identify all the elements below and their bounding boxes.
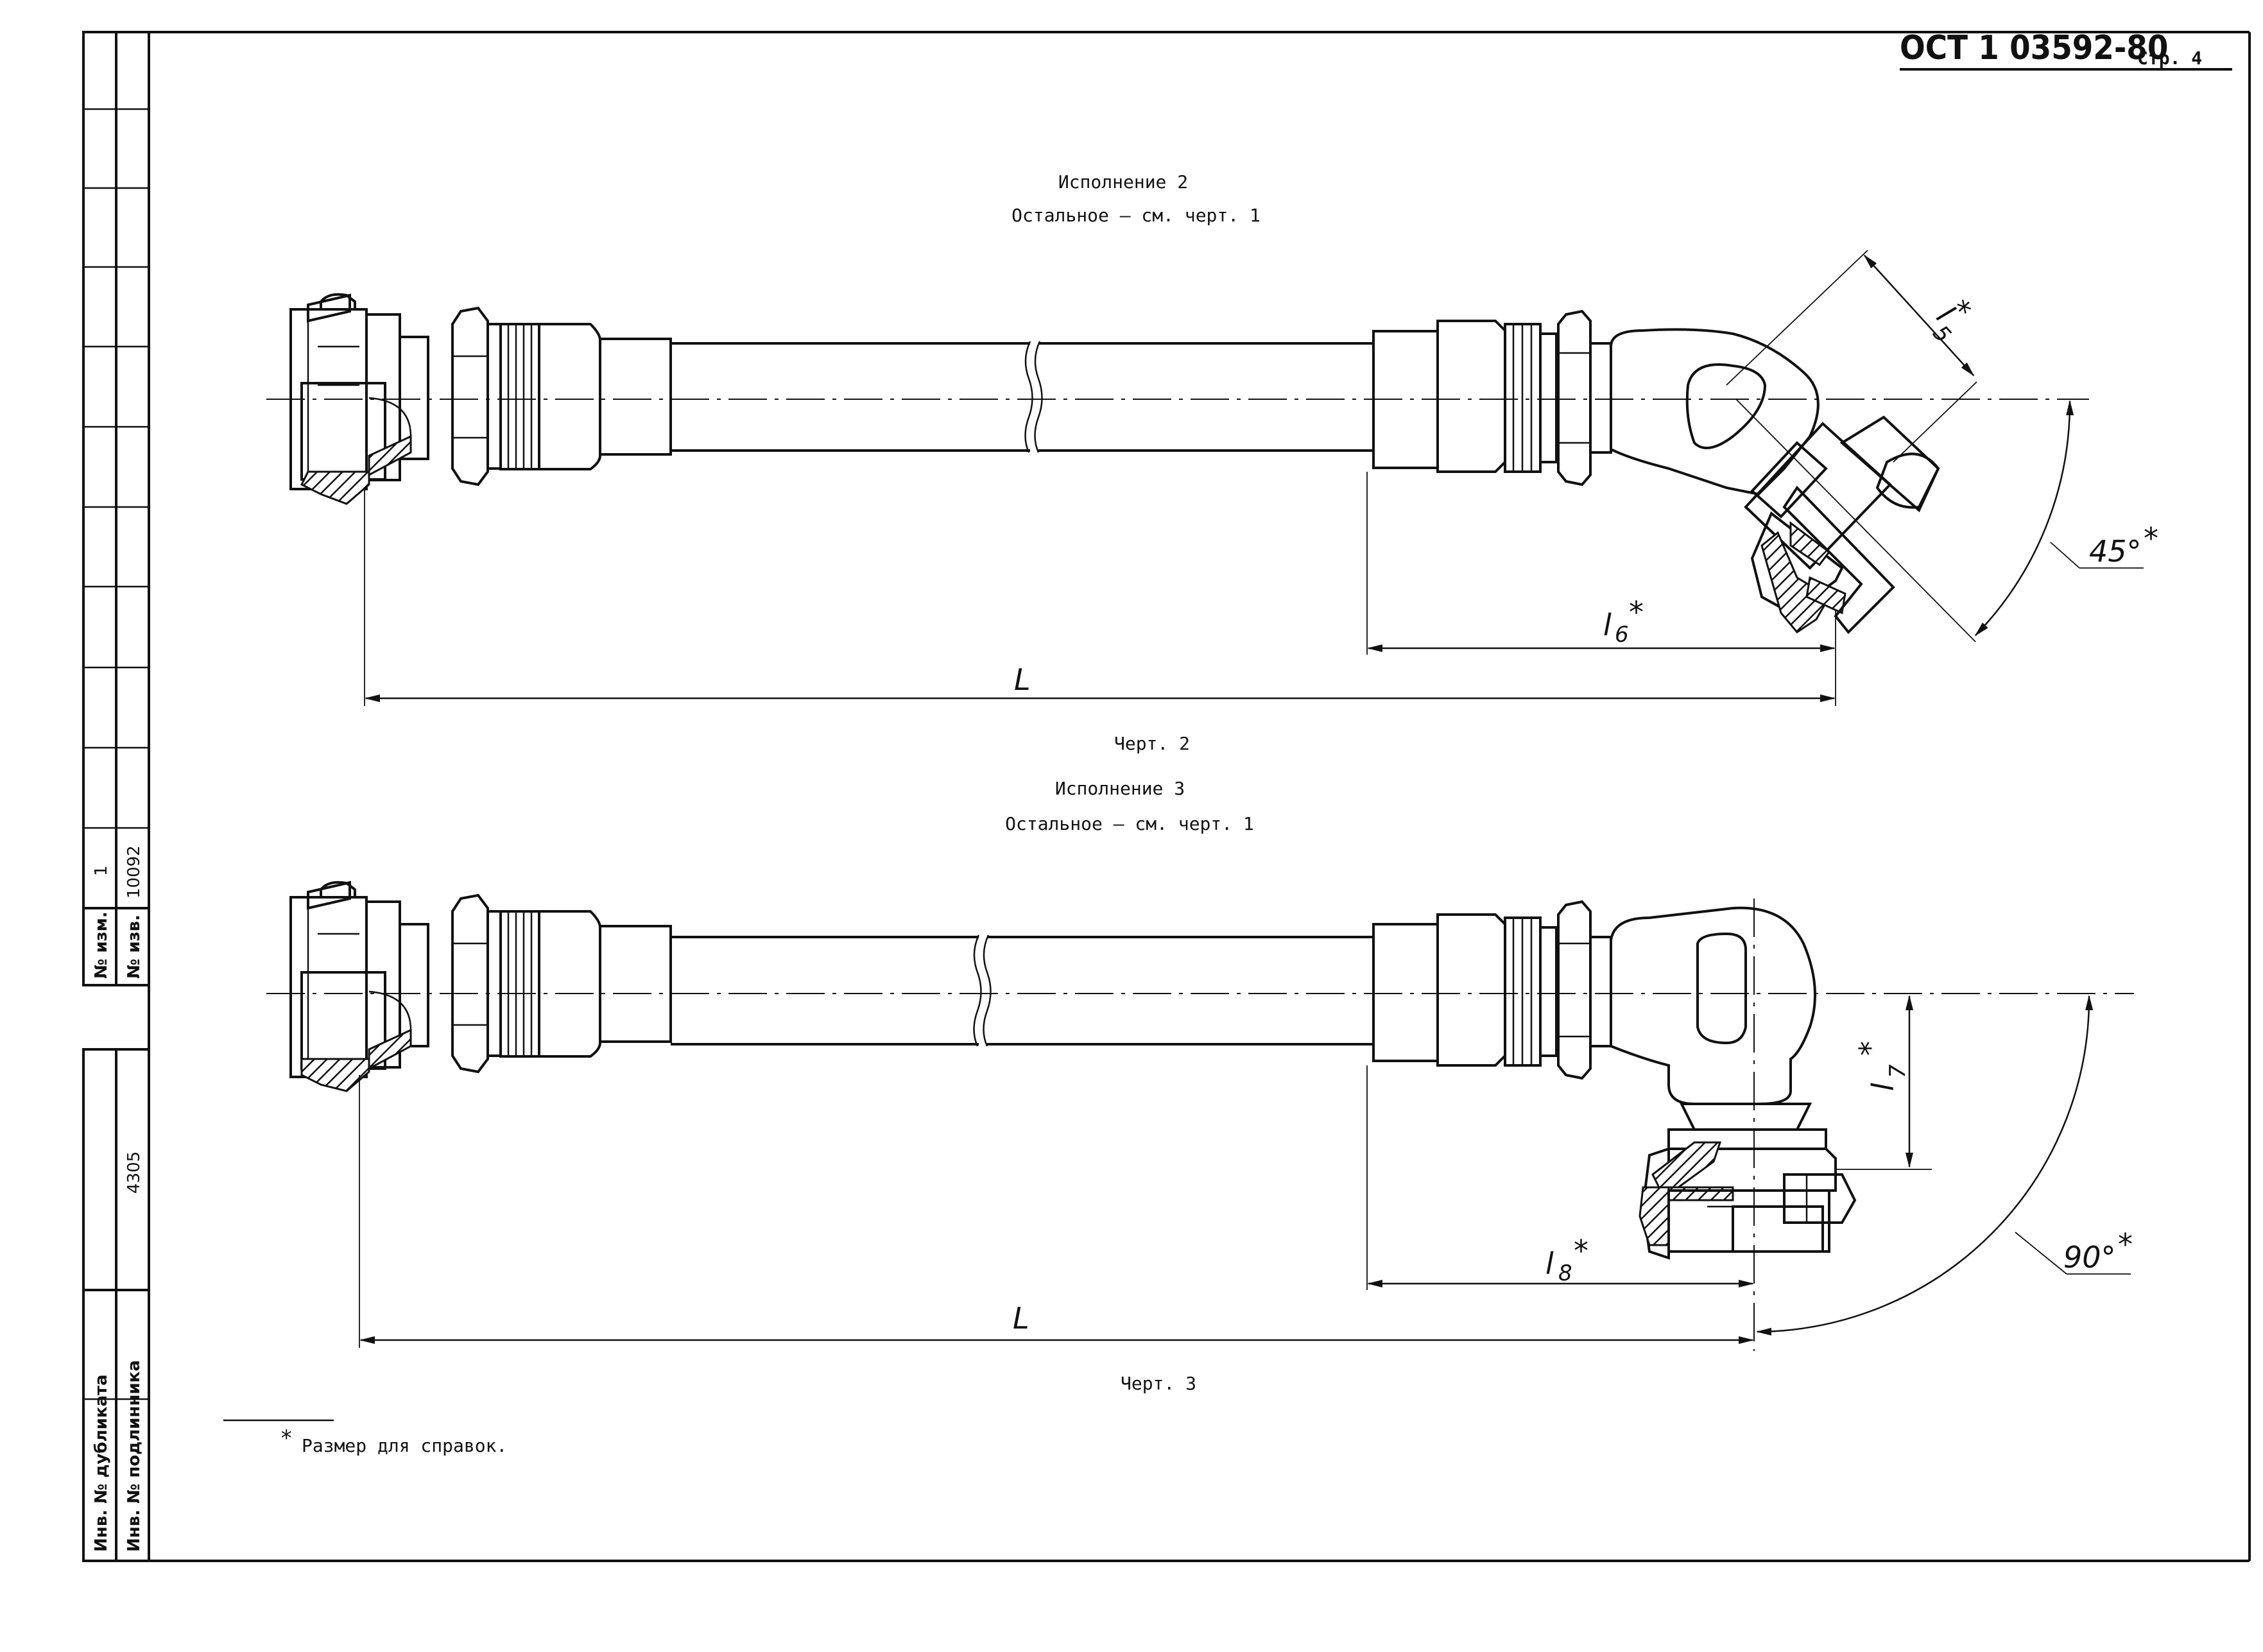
side-value-notice-no: 10092 bbox=[125, 845, 144, 899]
footnote-star: * bbox=[280, 1425, 293, 1451]
drawing-3-right-fitting bbox=[1372, 900, 1857, 1260]
drawing-3-title: Исполнение 3 bbox=[1055, 778, 1185, 799]
drawing-2-caption: Черт. 2 bbox=[1114, 733, 1190, 754]
drawing-2-left-fitting bbox=[289, 293, 429, 505]
drawing-2-dim-l6: l bbox=[1603, 608, 1612, 642]
drawing-3-dim-angle: 90° bbox=[2063, 1240, 2116, 1275]
side-label-duplicate-inv: Инв. № дубликата bbox=[92, 1374, 111, 1552]
drawing-3-hose bbox=[671, 934, 1373, 1047]
drawing-2-dimensions: L l 6 * l 5 * 45° * bbox=[364, 250, 2158, 706]
side-value-change-no: 1 bbox=[92, 865, 111, 876]
drawing-3-dim-l7: l bbox=[1866, 1083, 1900, 1091]
standard-number: ОСТ 1 03592-80 bbox=[1900, 29, 2168, 67]
drawing-2-note: Остальное – см. черт. 1 bbox=[1011, 205, 1261, 226]
drawing-3-dimensions: L l 8 * l 7 * 90° * bbox=[359, 899, 2133, 1351]
footnote-text: Размер для справок. bbox=[302, 1435, 507, 1456]
drawing-2-dim-angle: 45° bbox=[2089, 534, 2142, 569]
drawing-2-hose bbox=[671, 341, 1373, 453]
drawing-3-left-fitting bbox=[289, 881, 429, 1092]
side-label-notice-no: № изв. bbox=[125, 915, 144, 979]
side-label-change-no: № изм. bbox=[92, 911, 111, 979]
drawing-3: Исполнение 3 Остальное – см. черт. 1 bbox=[266, 778, 2134, 1394]
drawing-2-ferrule bbox=[499, 323, 672, 470]
drawing-2-dim-L: L bbox=[1014, 662, 1031, 697]
drawing-2-dim-l6-star: * bbox=[1629, 595, 1644, 630]
drawing-3-nut bbox=[451, 893, 502, 1074]
drawing-3-dim-l7-sub: 7 bbox=[1885, 1064, 1911, 1078]
drawing-2-dim-angle-star: * bbox=[2144, 521, 2158, 556]
page-number: Стр. 4 bbox=[2137, 47, 2202, 69]
drawing-3-dim-l8-star: * bbox=[1574, 1234, 1588, 1268]
drawing-3-note: Остальное – см. черт. 1 bbox=[1005, 813, 1254, 834]
header: ОСТ 1 03592-80 Стр. 4 bbox=[1900, 29, 2232, 71]
drawing-2-dim-l6-sub: 6 bbox=[1615, 622, 1629, 648]
drawing-3-dim-l8: l bbox=[1545, 1246, 1554, 1281]
drawing-2-right-fitting bbox=[1372, 309, 1940, 634]
drawing-2-title: Исполнение 2 bbox=[1058, 171, 1188, 193]
drawing-3-ferrule bbox=[499, 910, 672, 1058]
drawing-3-caption: Черт. 3 bbox=[1121, 1373, 1196, 1394]
drawing-2: Исполнение 2 Остальное – см. черт. 1 bbox=[266, 171, 2158, 754]
footnote: * Размер для справок. bbox=[223, 1419, 507, 1456]
drawing-3-dim-l8-sub: 8 bbox=[1558, 1261, 1572, 1286]
side-table: № изм. № изв. 1 10092 Инв. № дубликата И… bbox=[82, 31, 150, 1562]
side-value-original-inv: 4305 bbox=[125, 1151, 144, 1194]
drawing-3-dim-L: L bbox=[1013, 1301, 1029, 1336]
drawing-3-dim-l7-star: * bbox=[1853, 1041, 1888, 1056]
drawing-2-nut bbox=[451, 306, 502, 486]
side-label-original-inv: Инв. № подлинника bbox=[125, 1360, 144, 1552]
sheet-frame bbox=[148, 31, 2251, 1562]
drawing-3-dim-angle-star: * bbox=[2118, 1227, 2133, 1262]
